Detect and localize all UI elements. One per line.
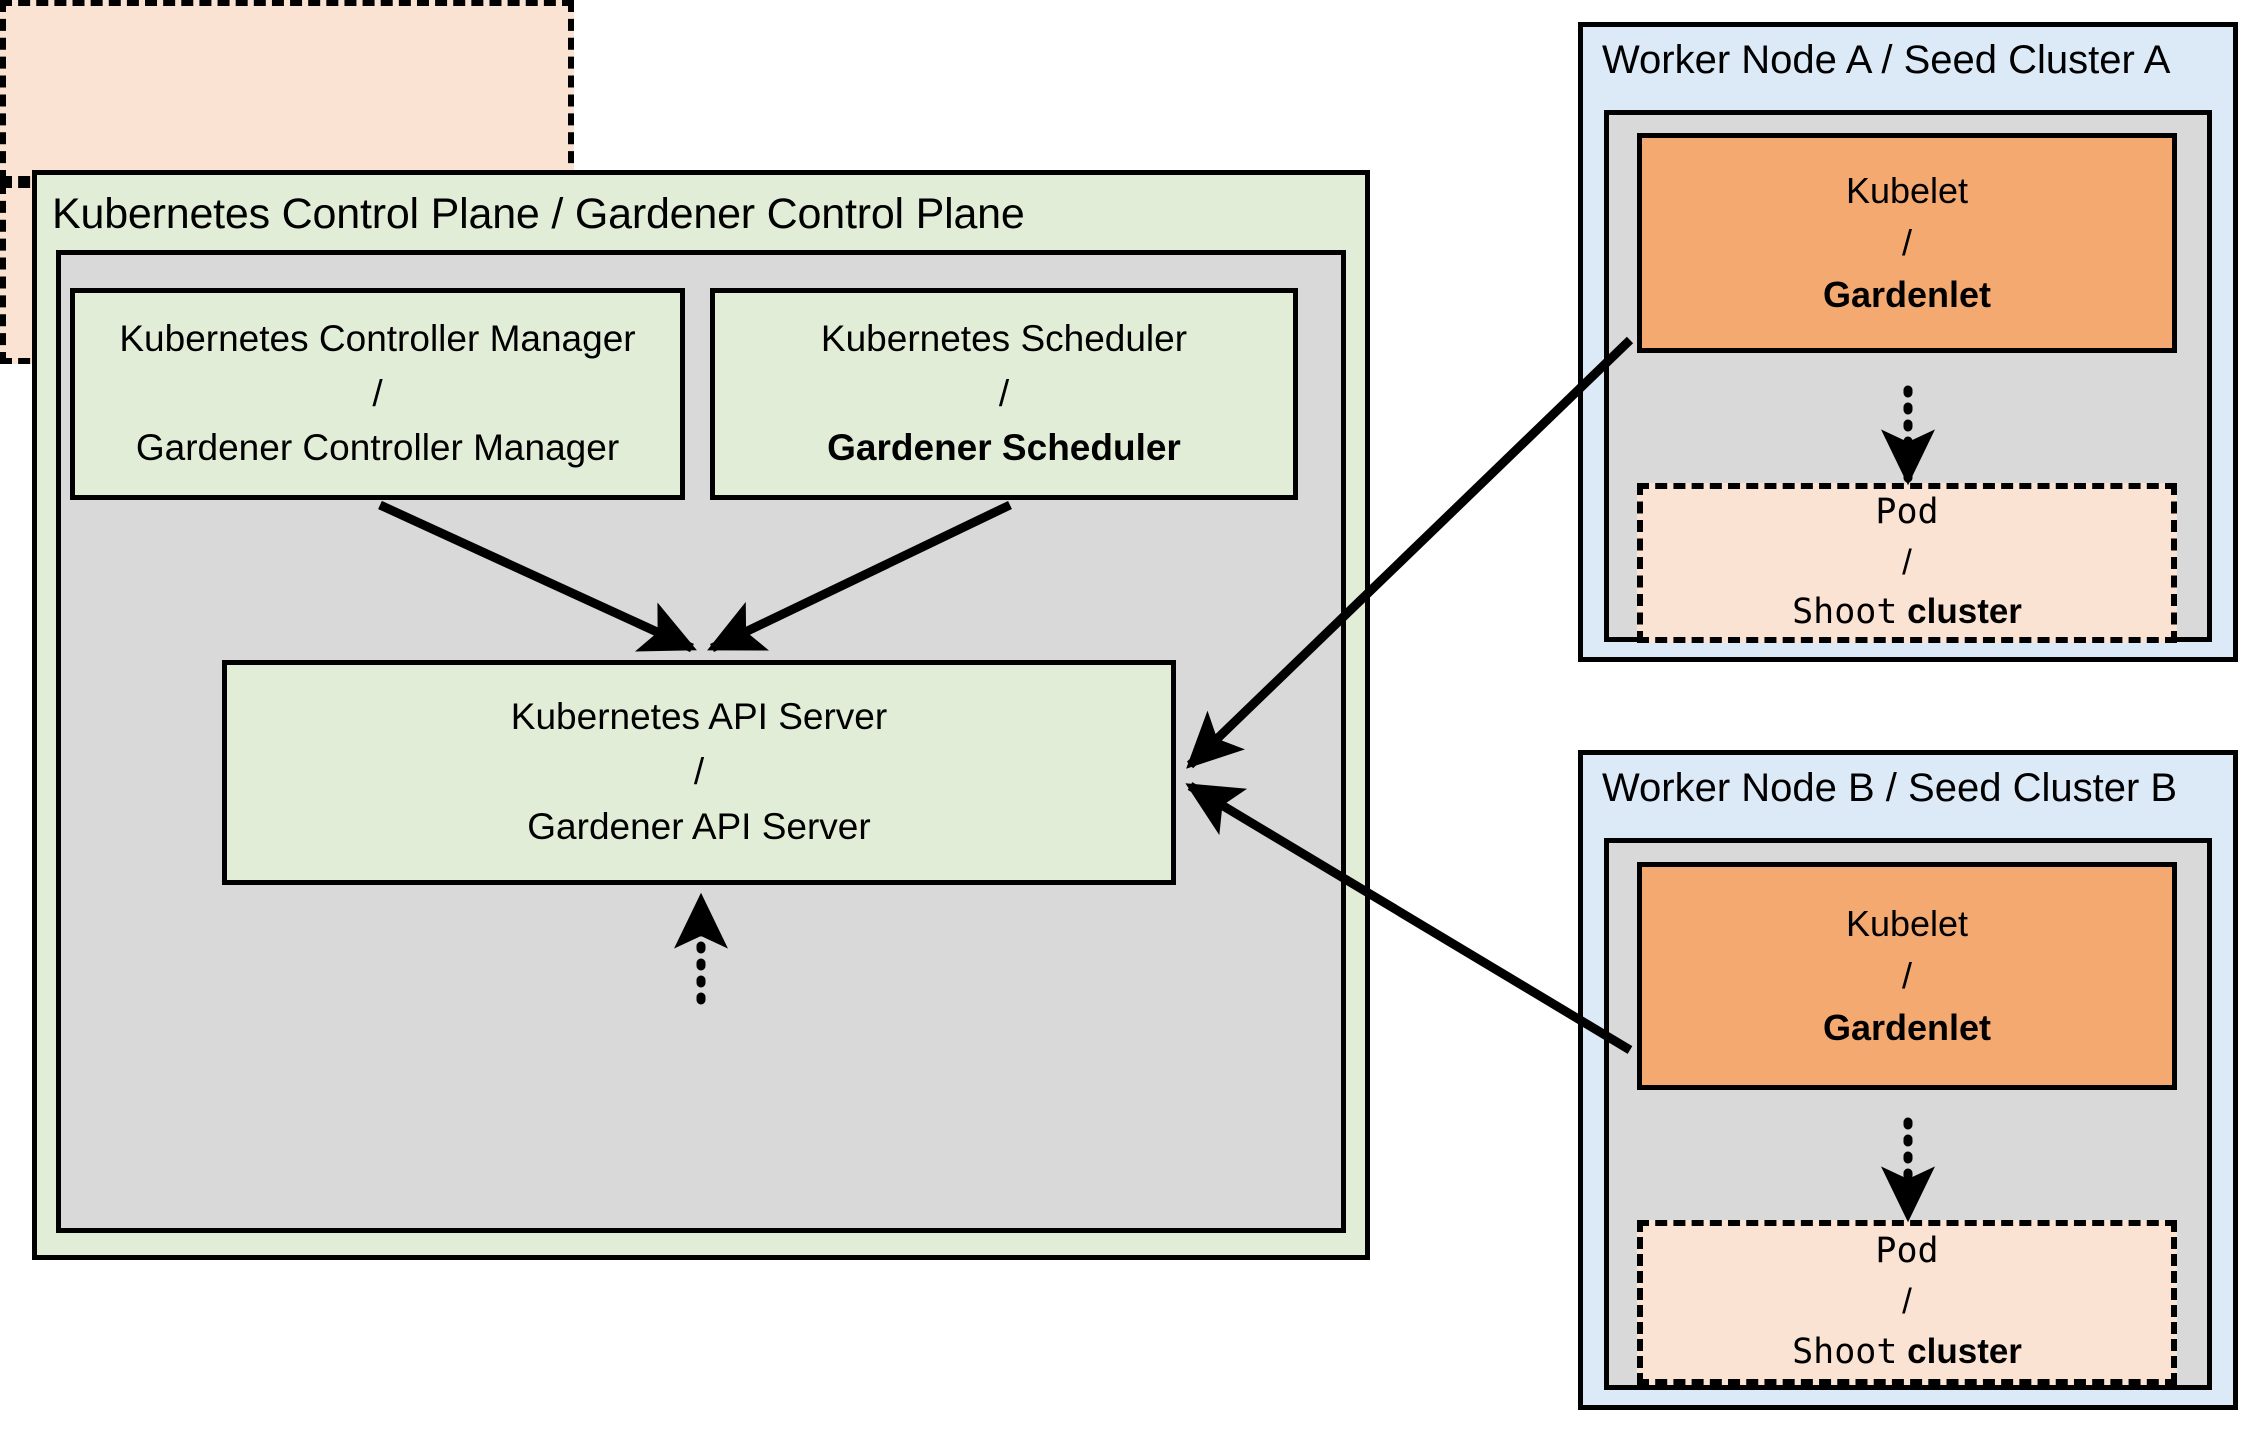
scheduler-line1: Kubernetes Scheduler: [820, 317, 1188, 359]
kubelet-a-separator: /: [1901, 222, 1912, 264]
pod-a-separator: /: [1902, 542, 1912, 582]
pod-b-line2: Shoot cluster: [1792, 1327, 2022, 1378]
seed-cluster-b-title: Worker Node B / Seed Cluster B: [1602, 766, 2178, 810]
pod-b-cluster-word: cluster: [1907, 1331, 2022, 1371]
pod-shoot-cluster-back-card: [0, 0, 574, 182]
scheduler-separator: /: [998, 372, 1010, 414]
kubelet-b-separator: /: [1901, 955, 1912, 997]
control-plane-title: Kubernetes Control Plane / Gardener Cont…: [52, 190, 1025, 238]
seed-cluster-a-title: Worker Node A / Seed Cluster A: [1602, 38, 2171, 82]
pod-a-box[interactable]: Pod / Shoot cluster: [1637, 483, 2177, 643]
pod-b-box[interactable]: Pod / Shoot cluster: [1637, 1220, 2177, 1385]
controller-manager-line2: Gardener Controller Manager: [135, 427, 620, 469]
kubelet-a-line2: Gardenlet: [1822, 273, 1992, 315]
controller-manager-line1: Kubernetes Controller Manager: [119, 317, 636, 359]
gardenlet-a-box[interactable]: Kubelet / Gardenlet: [1637, 133, 2177, 353]
kubelet-b-line1: Kubelet: [1845, 903, 1969, 945]
pod-a-shoot-word: Shoot: [1792, 592, 1898, 633]
pod-a-cluster-word: cluster: [1907, 592, 2022, 632]
scheduler-box[interactable]: Kubernetes Scheduler / Gardener Schedule…: [710, 288, 1298, 500]
api-server-separator: /: [693, 751, 705, 793]
pod-b-line1: Pod: [1875, 1231, 1939, 1272]
controller-manager-separator: /: [372, 372, 383, 414]
kubelet-b-line2: Gardenlet: [1822, 1006, 1992, 1048]
pod-b-separator: /: [1902, 1282, 1912, 1322]
api-server-box[interactable]: Kubernetes API Server / Gardener API Ser…: [222, 660, 1176, 885]
api-server-line2: Gardener API Server: [527, 805, 871, 847]
pod-b-shoot-word: Shoot: [1792, 1331, 1898, 1372]
gardenlet-b-box[interactable]: Kubelet / Gardenlet: [1637, 862, 2177, 1090]
pod-a-line1: Pod: [1875, 491, 1939, 532]
kubelet-a-line1: Kubelet: [1845, 170, 1969, 212]
scheduler-line2: Gardener Scheduler: [827, 427, 1181, 469]
controller-manager-box[interactable]: Kubernetes Controller Manager / Gardener…: [70, 288, 685, 500]
pod-a-line2: Shoot cluster: [1792, 587, 2022, 638]
api-server-line1: Kubernetes API Server: [510, 696, 888, 738]
